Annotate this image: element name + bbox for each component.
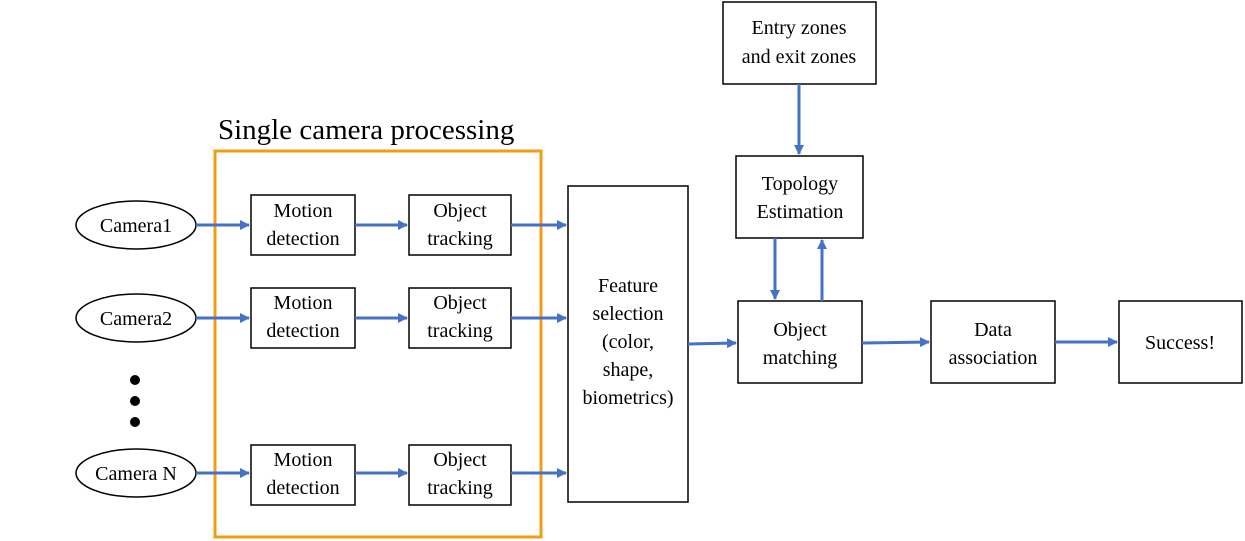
motion-detection-box-2: Motion detection <box>250 287 356 349</box>
object-tracking-line2: tracking <box>427 320 493 342</box>
camera-n-label: Camera N <box>95 463 177 485</box>
object-tracking-line2: tracking <box>427 228 493 250</box>
arrow-matching-to-association <box>861 337 930 348</box>
entry-exit-zones-box: Entry zones and exit zones <box>722 1 877 85</box>
feature-selection-line4: shape, <box>603 359 654 381</box>
object-tracking-box-2: Object tracking <box>408 287 512 349</box>
motion-detection-line2: detection <box>266 320 339 342</box>
camera-2-label: Camera2 <box>100 308 172 330</box>
motion-detection-line1: Motion <box>274 200 333 222</box>
ellipsis-dots <box>130 375 140 427</box>
motion-detection-line1: Motion <box>274 292 333 314</box>
feature-selection-line1: Feature <box>598 275 658 297</box>
camera-2-node: Camera2 <box>75 293 197 343</box>
entry-exit-line1: Entry zones <box>752 17 847 39</box>
camera-1-node: Camera1 <box>75 200 197 250</box>
group-title: Single camera processing <box>218 114 514 146</box>
motion-detection-line2: detection <box>266 228 339 250</box>
object-tracking-box-n: Object tracking <box>408 444 512 506</box>
topology-line1: Topology <box>762 173 838 195</box>
data-association-box: Data association <box>930 300 1056 384</box>
entry-exit-line2: and exit zones <box>742 46 857 68</box>
camera-n-node: Camera N <box>75 448 197 498</box>
object-matching-box: Object matching <box>737 300 863 384</box>
object-tracking-line1: Object <box>433 200 487 222</box>
object-matching-line2: matching <box>763 347 837 369</box>
success-label: Success! <box>1145 332 1215 354</box>
feature-selection-line5: biometrics) <box>582 387 673 409</box>
motion-detection-line1: Motion <box>274 449 333 471</box>
motion-detection-line2: detection <box>266 477 339 499</box>
object-matching-line1: Object <box>773 319 827 341</box>
object-tracking-line1: Object <box>433 449 487 471</box>
topology-estimation-box: Topology Estimation <box>735 155 864 239</box>
topology-line2: Estimation <box>757 201 844 223</box>
single-camera-processing-group <box>213 149 543 539</box>
feature-selection-box: Feature selection (color, shape, biometr… <box>567 185 689 503</box>
motion-detection-box-n: Motion detection <box>250 444 356 506</box>
object-tracking-line2: tracking <box>427 477 493 499</box>
connector-arrows <box>196 84 1118 478</box>
data-association-line1: Data <box>974 319 1012 341</box>
motion-detection-box-1: Motion detection <box>250 194 356 256</box>
arrow-feature-to-matching <box>687 338 737 349</box>
data-association-line2: association <box>949 347 1038 369</box>
feature-selection-line2: selection <box>592 303 663 325</box>
success-box: Success! <box>1118 300 1243 384</box>
object-tracking-box-1: Object tracking <box>408 194 512 256</box>
feature-selection-line3: (color, <box>602 331 654 353</box>
camera-1-label: Camera1 <box>100 215 172 237</box>
object-tracking-line1: Object <box>433 292 487 314</box>
